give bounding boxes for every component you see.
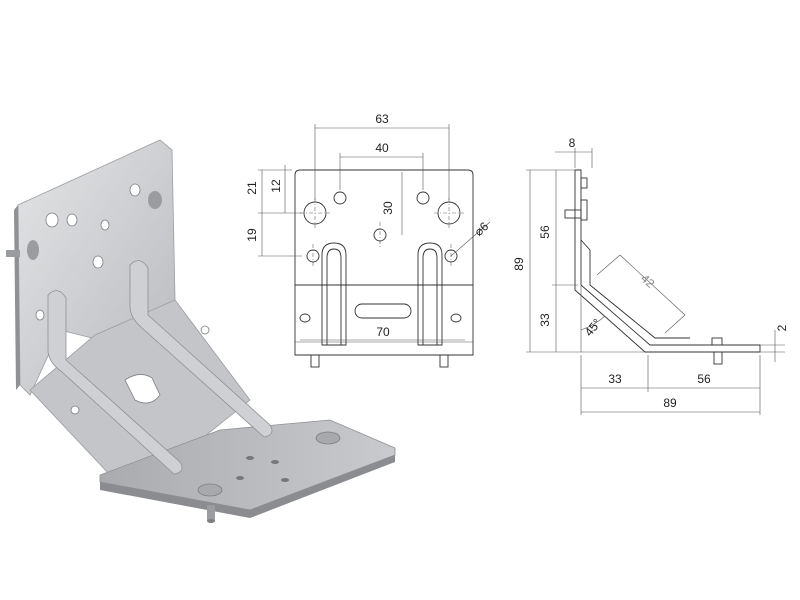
side-view: 8 89 56 33 45° 42 2 33 56 89	[512, 136, 789, 415]
dim-89-vertical: 89	[512, 257, 526, 271]
base-hole	[236, 476, 244, 480]
side-stud	[711, 337, 723, 346]
dim-56-vertical: 56	[538, 225, 552, 239]
front-hole-small	[450, 313, 462, 323]
side-rib	[580, 239, 690, 339]
bottom-plate-edge	[100, 455, 395, 518]
rib-left	[47, 290, 183, 475]
dim-19: 19	[245, 228, 259, 242]
front-rib-right	[417, 242, 443, 346]
front-stud	[439, 354, 449, 368]
plate-hole	[35, 309, 45, 321]
plate-hole	[148, 191, 162, 209]
front-stud	[310, 354, 320, 368]
dim-2: 2	[775, 324, 789, 331]
dim-33-horizontal: 33	[608, 372, 622, 386]
front-rib-right-inner	[422, 248, 438, 346]
bracket-3d-render	[6, 139, 396, 523]
rib-right	[129, 260, 273, 438]
dim-56-horizontal: 56	[697, 372, 711, 386]
slot-hole	[124, 374, 161, 404]
dim-21: 21	[245, 181, 259, 195]
dim-89-horizontal: 89	[663, 396, 677, 410]
front-slot	[354, 303, 412, 319]
plate-hole	[66, 213, 78, 227]
stud	[315, 431, 341, 445]
front-hole	[416, 191, 430, 205]
stud-pin-left	[6, 250, 20, 257]
dim-40: 40	[375, 141, 389, 155]
front-rib-left	[321, 242, 347, 346]
plate-hole	[100, 219, 110, 231]
stud	[197, 483, 223, 497]
side-stud	[580, 199, 588, 221]
plate-hole	[129, 183, 141, 197]
front-view: 63 40 30 12 21 19 70 ⌀6	[245, 112, 491, 368]
front-hole-small	[299, 313, 311, 323]
plate-hole	[70, 405, 80, 415]
stud-pin-end	[207, 519, 215, 523]
side-stud	[580, 177, 588, 189]
plate-hole	[27, 240, 39, 260]
angle-arc	[580, 315, 606, 331]
dim-8: 8	[569, 136, 576, 150]
dim-33-vertical: 33	[538, 313, 552, 327]
dim-70: 70	[376, 325, 390, 339]
plate-hole	[45, 212, 59, 228]
side-stud	[713, 351, 723, 365]
front-hole	[333, 191, 347, 205]
side-stud	[564, 209, 582, 219]
plate-hole	[92, 255, 104, 269]
plate-hole	[200, 325, 210, 335]
stud-pin	[207, 505, 215, 521]
front-rib-left-inner	[326, 248, 342, 346]
dim-30: 30	[381, 201, 395, 215]
base-hole	[271, 460, 279, 464]
dim-63: 63	[375, 112, 389, 126]
base-hole	[281, 478, 289, 482]
front-plate-outline	[294, 169, 474, 356]
dim-12: 12	[269, 179, 283, 193]
base-hole	[246, 456, 254, 460]
